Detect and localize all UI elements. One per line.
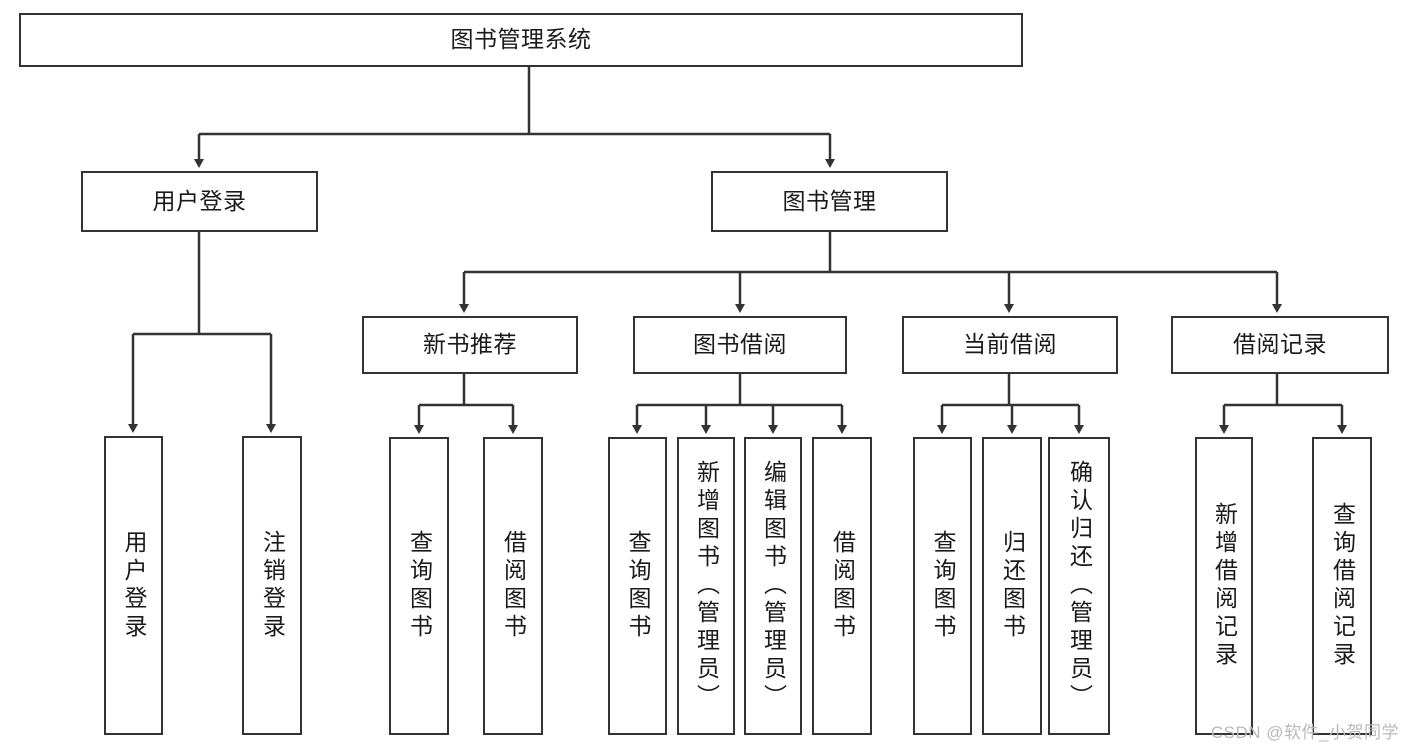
node-leaf-query-record-label: 查询借阅记录 xyxy=(1329,502,1356,670)
node-root-label: 图书管理系统 xyxy=(450,26,592,53)
node-leaf-borrow-book-1-label: 借阅图书 xyxy=(500,530,527,642)
node-leaf-user-login-label: 用户登录 xyxy=(121,529,147,642)
node-leaf-confirm-return-label: 确认归还（管理员） xyxy=(1066,460,1093,712)
node-leaf-user-login[interactable]: 用户登录 xyxy=(104,436,163,735)
node-borrow-record-label: 借阅记录 xyxy=(1233,331,1327,358)
node-leaf-add-record[interactable]: 新增借阅记录 xyxy=(1195,437,1253,735)
node-root[interactable]: 图书管理系统 xyxy=(19,13,1023,67)
node-leaf-return-book[interactable]: 归还图书 xyxy=(982,437,1042,735)
node-leaf-edit-book[interactable]: 编辑图书（管理员） xyxy=(744,437,802,735)
node-leaf-query-book-2-label: 查询图书 xyxy=(625,530,651,642)
node-leaf-borrow-book-2-label: 借阅图书 xyxy=(829,530,856,642)
node-leaf-query-book-3-label: 查询图书 xyxy=(930,530,956,642)
node-borrow-record[interactable]: 借阅记录 xyxy=(1171,316,1389,374)
node-book-manage[interactable]: 图书管理 xyxy=(711,171,948,232)
node-new-book-rec[interactable]: 新书推荐 xyxy=(362,316,578,374)
node-current-borrow-label: 当前借阅 xyxy=(963,331,1057,358)
node-leaf-query-record[interactable]: 查询借阅记录 xyxy=(1312,437,1372,735)
node-book-borrow[interactable]: 图书借阅 xyxy=(633,316,847,374)
node-leaf-query-book-2[interactable]: 查询图书 xyxy=(608,437,667,735)
node-leaf-borrow-book-2[interactable]: 借阅图书 xyxy=(812,437,872,735)
node-leaf-logout[interactable]: 注销登录 xyxy=(242,436,302,735)
node-leaf-add-record-label: 新增借阅记录 xyxy=(1211,502,1238,670)
node-leaf-return-book-label: 归还图书 xyxy=(999,530,1026,642)
node-leaf-add-book[interactable]: 新增图书（管理员） xyxy=(677,437,735,735)
node-leaf-query-book-1[interactable]: 查询图书 xyxy=(389,437,449,735)
node-leaf-borrow-book-1[interactable]: 借阅图书 xyxy=(483,437,543,735)
node-leaf-query-book-3[interactable]: 查询图书 xyxy=(913,437,972,735)
node-leaf-add-book-label: 新增图书（管理员） xyxy=(693,460,720,712)
node-book-manage-label: 图书管理 xyxy=(782,187,877,214)
node-current-borrow[interactable]: 当前借阅 xyxy=(902,316,1118,374)
node-leaf-confirm-return[interactable]: 确认归还（管理员） xyxy=(1048,437,1110,735)
node-book-borrow-label: 图书借阅 xyxy=(693,331,787,358)
watermark-text: CSDN @软件_小贺同学 xyxy=(1210,723,1399,742)
node-user-login-label: 用户登录 xyxy=(152,187,247,214)
node-leaf-logout-label: 注销登录 xyxy=(259,529,286,642)
node-leaf-edit-book-label: 编辑图书（管理员） xyxy=(760,460,787,712)
node-leaf-query-book-1-label: 查询图书 xyxy=(406,530,433,642)
node-user-login[interactable]: 用户登录 xyxy=(81,171,318,232)
node-new-book-rec-label: 新书推荐 xyxy=(423,331,517,358)
